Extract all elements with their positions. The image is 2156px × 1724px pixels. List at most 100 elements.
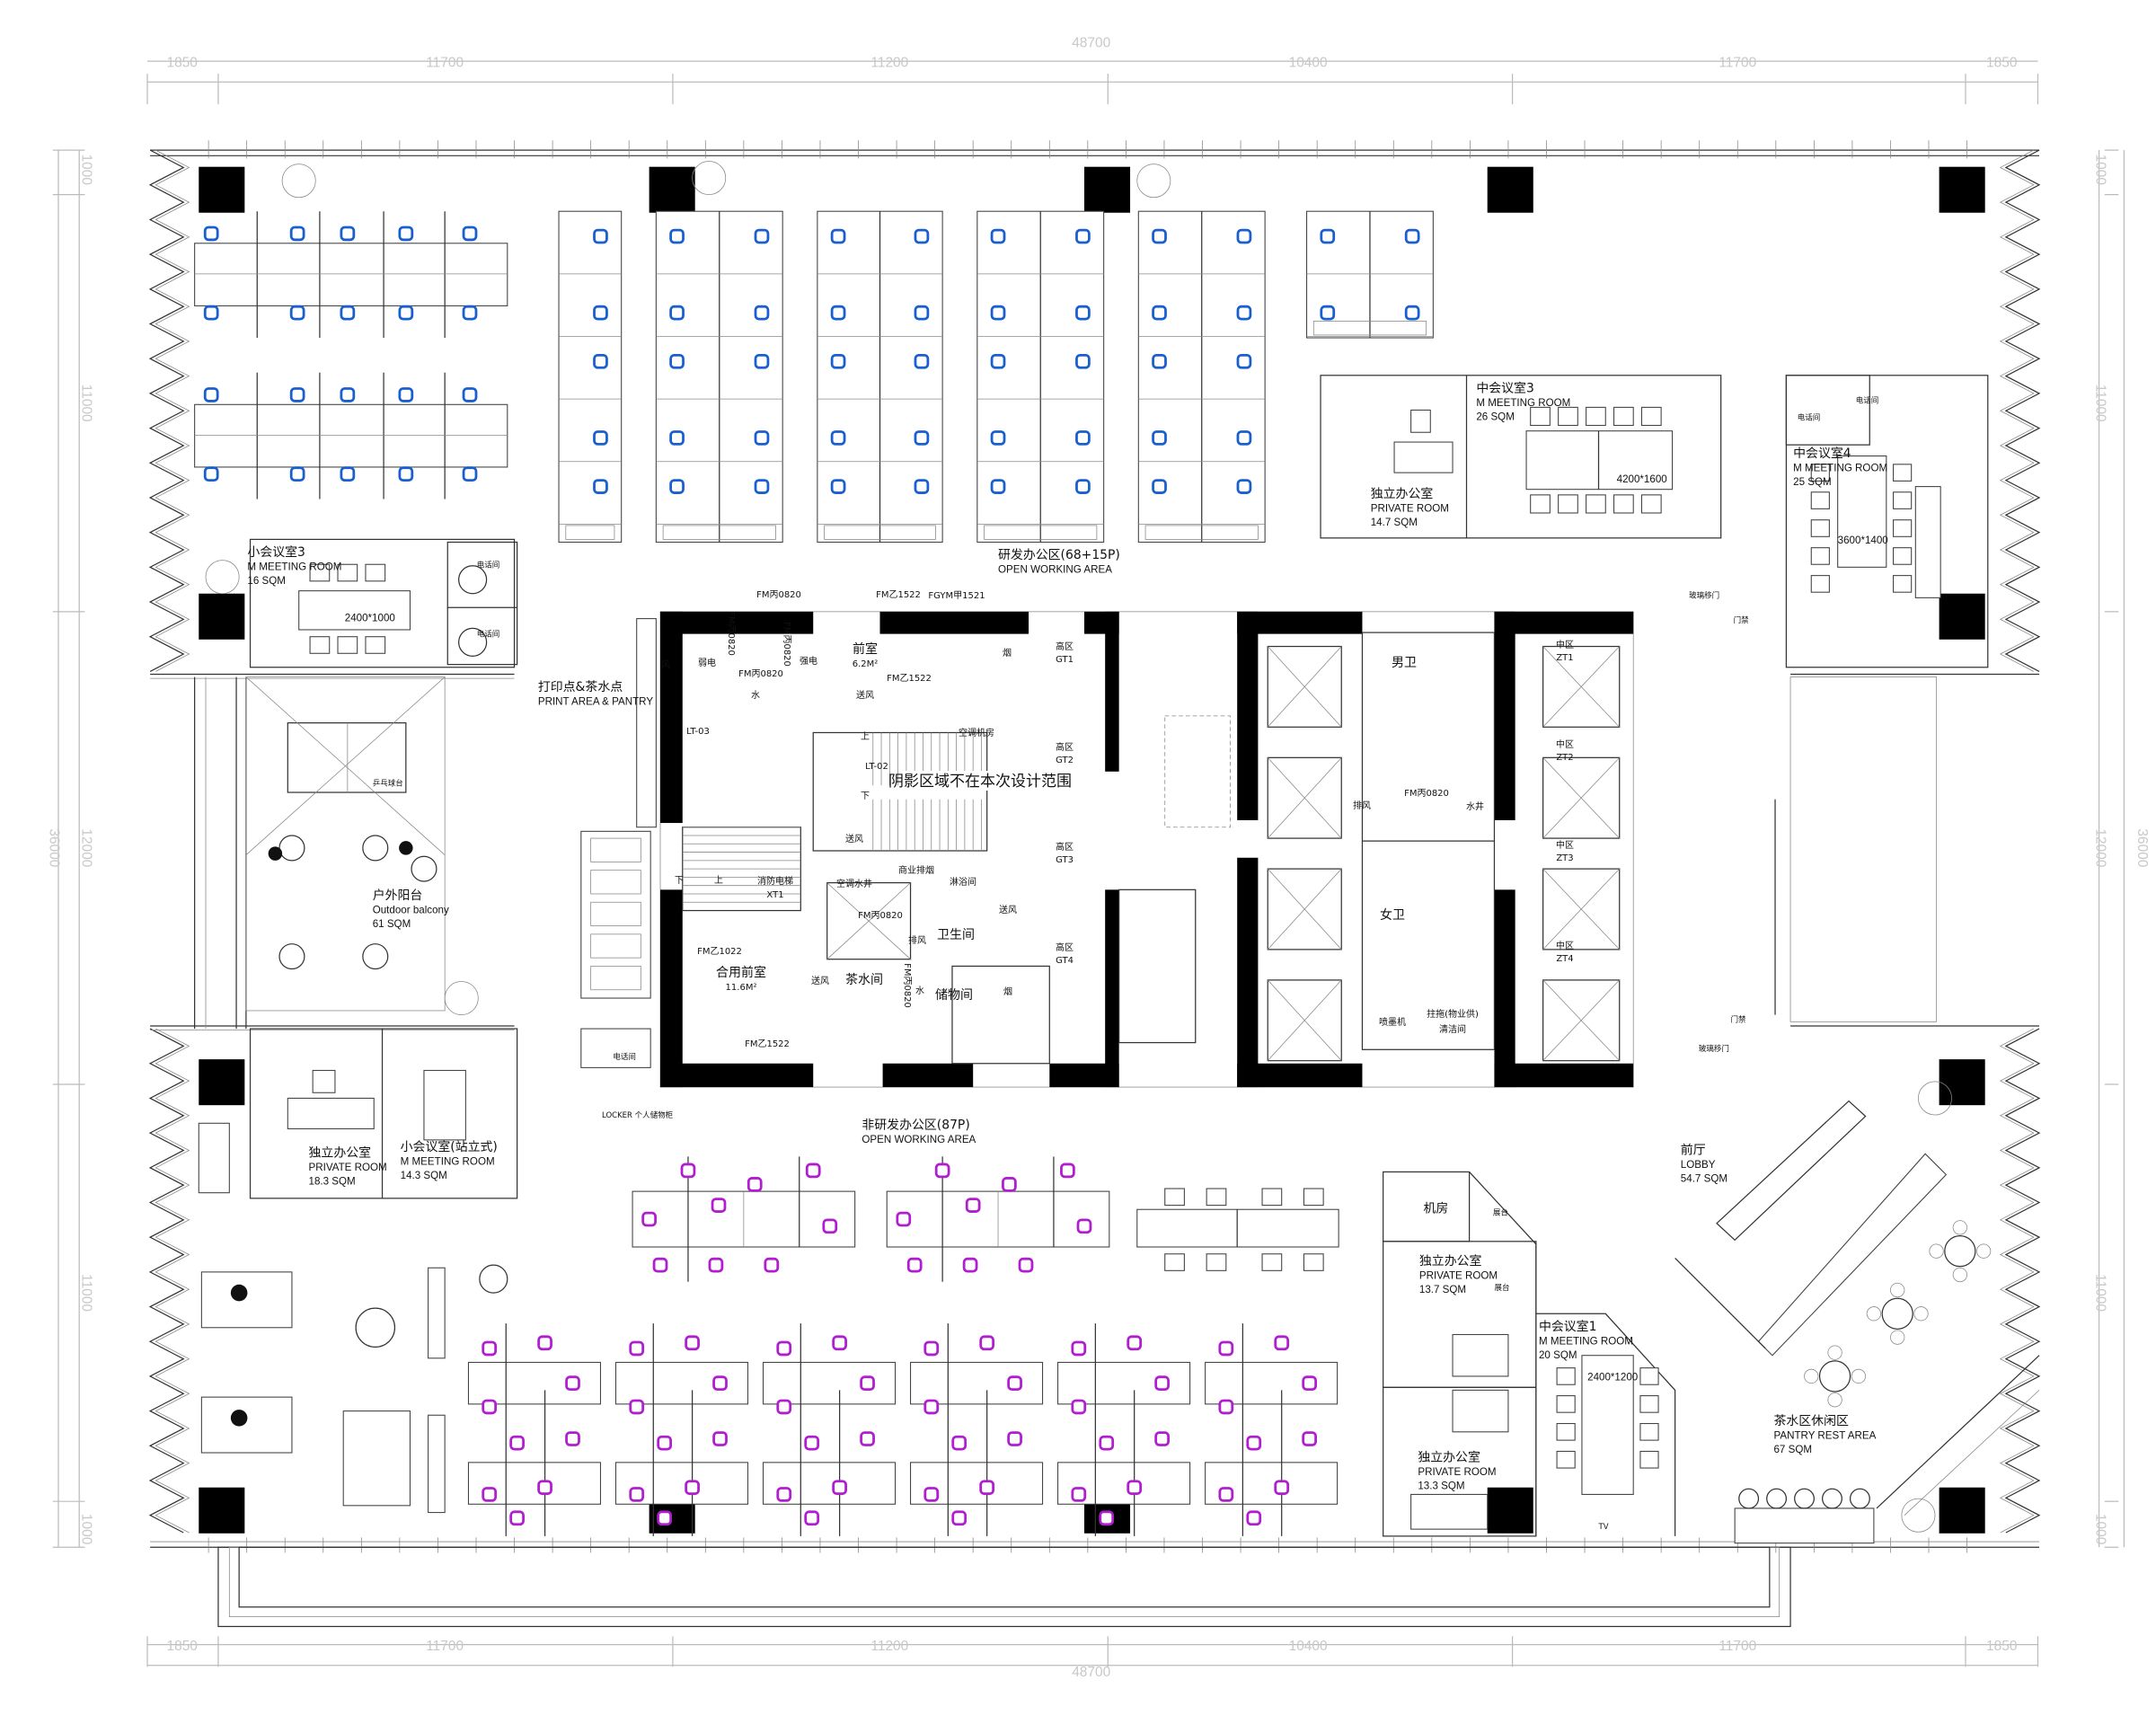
elevator-shaft: [1542, 868, 1621, 950]
core-wall: [660, 1063, 814, 1088]
structural-column: [649, 166, 695, 213]
room-name-cn: 打印点&茶水点: [538, 679, 623, 694]
chair-icon: [537, 1480, 552, 1496]
chair-icon: [1976, 1243, 1992, 1259]
chair-icon: [1320, 228, 1336, 244]
room-name-cn: 研发办公区(68+15P): [998, 548, 1120, 562]
chair-icon: [1804, 1368, 1819, 1384]
core-label: 空调机房: [959, 727, 994, 738]
lounge-table: [411, 855, 437, 882]
chair-icon: [669, 228, 685, 244]
chair-icon: [593, 430, 608, 446]
chair-icon: [1810, 519, 1830, 537]
chair-icon: [860, 1431, 875, 1446]
sofa: [198, 1122, 230, 1194]
room-name-en: M MEETING ROOM: [1793, 463, 1887, 474]
chair-icon: [309, 636, 331, 654]
chair-icon: [1639, 1450, 1659, 1469]
chair-icon: [1404, 305, 1420, 321]
chair-icon: [462, 305, 478, 321]
chair-icon: [1639, 1395, 1659, 1413]
meeting-room-3: [1320, 375, 1722, 539]
zigzag-facade: [2004, 149, 2041, 672]
chair-icon: [1851, 1368, 1866, 1384]
chair-icon: [830, 228, 846, 244]
chair-icon: [593, 479, 608, 494]
chair-icon: [1218, 1340, 1234, 1357]
core-wall: [1237, 611, 1259, 820]
meeting-table: [1136, 1208, 1339, 1248]
chair-icon: [1893, 575, 1913, 593]
core-wall: [660, 889, 683, 1088]
table-size: 3600*1400: [1838, 535, 1888, 546]
core-label: 喷墨机: [1379, 1016, 1406, 1028]
dimension-segment: 11000: [78, 385, 93, 422]
core-label: ZT1: [1556, 653, 1573, 663]
room-name-en: M MEETING ROOM: [1476, 397, 1570, 409]
chair-icon: [990, 353, 1006, 369]
chair-icon: [934, 1163, 950, 1179]
chair-icon: [1206, 1253, 1227, 1271]
chair-icon: [962, 1257, 978, 1273]
core-wall: [660, 611, 683, 824]
dimension-segment: 11700: [1719, 55, 1756, 70]
bottom-balcony: [217, 1546, 1791, 1628]
chair-icon: [657, 1435, 673, 1451]
chair-icon: [1410, 409, 1431, 433]
chair-icon: [340, 387, 356, 402]
chair-icon: [1236, 430, 1252, 446]
chair-icon: [906, 1257, 923, 1273]
chair-icon: [1556, 1450, 1576, 1469]
line: [826, 882, 911, 959]
misc-label: 电话间: [477, 560, 500, 570]
glass-area: [1789, 676, 1937, 1022]
line: [1904, 1390, 2040, 1516]
misc-label: 门禁: [1731, 1014, 1747, 1024]
chair-icon: [1154, 1431, 1170, 1446]
private-office-13-3: [1383, 1386, 1537, 1537]
lounge-sofa: [200, 1271, 293, 1329]
chair-icon: [680, 1163, 696, 1179]
chair-icon: [1099, 1510, 1115, 1526]
core-label: LT-02: [865, 762, 888, 772]
chair-icon: [1236, 479, 1252, 494]
core-label: 6.2M²: [853, 659, 879, 669]
dimension-segment: 10400: [1289, 55, 1328, 70]
room-name-cn: 前厅: [1681, 1142, 1706, 1157]
chair-icon: [1613, 406, 1634, 427]
chair-icon: [830, 353, 846, 369]
misc-label: 展台: [1493, 1207, 1508, 1217]
chair-icon: [629, 1340, 645, 1357]
core-label: FM乙1022: [697, 946, 742, 957]
chair-icon: [1152, 479, 1167, 494]
chair-icon: [776, 1487, 792, 1502]
core-label: XT1: [766, 890, 783, 900]
chair-icon: [1827, 1345, 1842, 1360]
round-table: [479, 1264, 508, 1294]
bar-stool: [1794, 1488, 1815, 1509]
dimension-segment: 1850: [166, 55, 197, 70]
structural-column: [1939, 1059, 1985, 1106]
chair-icon: [537, 1335, 552, 1351]
room-name-en: PRINT AREA & PANTRY: [538, 696, 653, 708]
chair-icon: [1152, 430, 1167, 446]
dimension-segment: 1000: [2092, 1514, 2107, 1544]
chair-icon: [1071, 1340, 1087, 1357]
bar-stool: [1738, 1488, 1760, 1509]
core-label: FM丙0820: [756, 590, 801, 600]
chair-icon: [832, 1335, 847, 1351]
core-label: FM丙0820: [782, 622, 791, 667]
chair-icon: [312, 1069, 336, 1093]
chair-icon: [289, 466, 305, 482]
chair-icon: [1076, 1218, 1092, 1234]
standing-table: [423, 1069, 466, 1141]
chair-icon: [1640, 406, 1662, 427]
chair-icon: [1530, 406, 1551, 427]
chair-icon: [1893, 491, 1913, 509]
core-label: ZT2: [1556, 753, 1573, 763]
room-name-cn: 独立办公室: [309, 1145, 372, 1160]
core-wall: [660, 611, 814, 634]
appliance: [590, 870, 641, 895]
sofa: [1410, 1493, 1489, 1530]
chair-icon: [482, 1399, 498, 1415]
